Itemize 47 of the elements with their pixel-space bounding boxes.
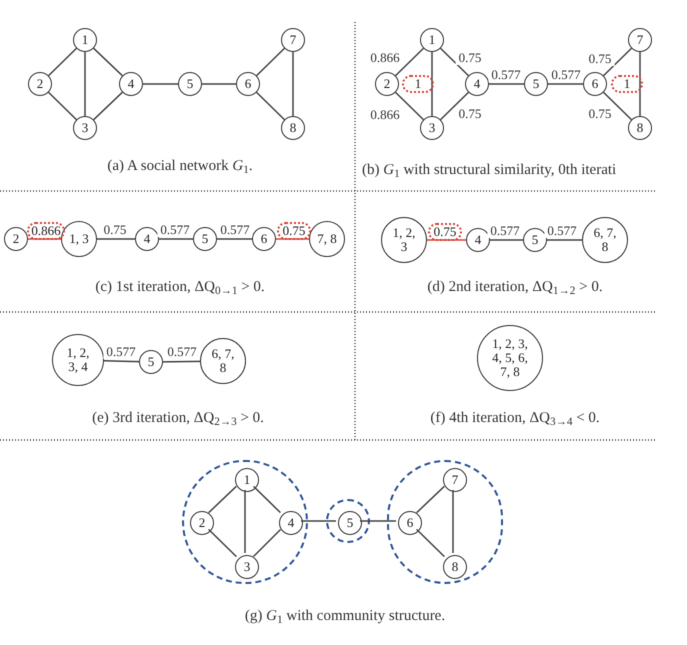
caption: (g) G$_{1}$ with community structure. <box>244 606 446 628</box>
edge-line <box>548 83 583 85</box>
edge-line <box>292 52 294 116</box>
edge-line <box>162 360 200 363</box>
edge-line <box>301 520 336 522</box>
edge-line <box>547 239 582 241</box>
edge-line <box>276 238 309 240</box>
edge-line <box>360 520 396 522</box>
caption: (b) G$_{1}$ with structural similarity, 0th iterati <box>362 160 616 182</box>
edge-line <box>395 92 424 120</box>
edge-line <box>48 48 77 76</box>
edge-line <box>490 239 523 241</box>
edge-line <box>395 48 424 76</box>
edge-line <box>93 92 123 120</box>
edge-line <box>143 83 178 85</box>
edge-line <box>440 48 469 76</box>
edge-line <box>603 92 632 120</box>
edge-line <box>252 528 282 558</box>
caption: (c) 1st iteration, ΔQ$_{0→1}$ > 0. <box>95 278 265 298</box>
edge-line <box>84 52 86 116</box>
edge-line <box>208 486 237 514</box>
edge-line <box>440 92 469 120</box>
caption: (d) 2nd iteration, ΔQ$_{1→2}$ > 0. <box>427 278 603 298</box>
edge-line <box>217 238 252 240</box>
edge-line <box>202 83 236 85</box>
edge-line <box>253 486 281 514</box>
edge-line <box>48 92 77 120</box>
edge-line <box>603 48 632 76</box>
edge-line <box>639 52 641 116</box>
edge-line <box>256 92 285 120</box>
caption: (e) 3rd iteration, ΔQ$_{2→3}$ > 0. <box>92 408 264 430</box>
edge-line <box>244 490 246 553</box>
caption: (f) 4th iteration, ΔQ$_{3→4}$ < 0. <box>430 408 600 430</box>
edge-line <box>416 486 445 514</box>
edge-line <box>452 490 454 553</box>
edge-line <box>93 48 123 76</box>
edge-line <box>489 83 524 85</box>
edge-line <box>97 238 135 240</box>
edge-line <box>104 360 140 362</box>
edge-line <box>427 239 466 241</box>
edge-line <box>28 238 61 240</box>
edge-line <box>416 528 445 558</box>
edge-line <box>208 528 237 558</box>
edge-line <box>431 52 433 116</box>
caption: (a) A social network G$_{1}$. <box>107 156 253 178</box>
edge-line <box>159 238 193 240</box>
edge-line <box>256 48 285 76</box>
